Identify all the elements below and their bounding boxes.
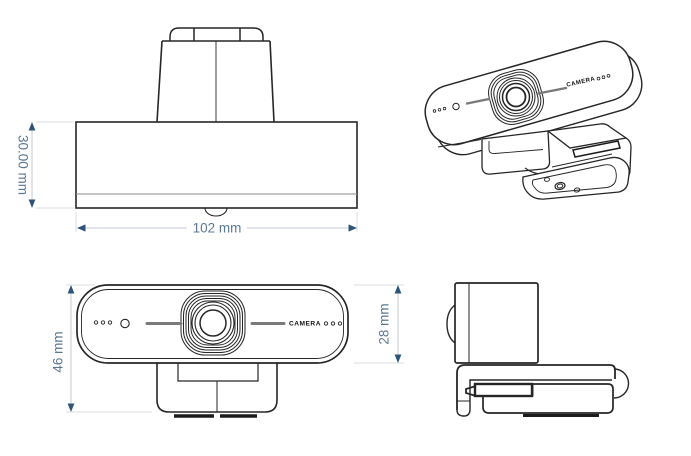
top-view: 30.00 mm 102 mm bbox=[16, 27, 358, 236]
clip-mount-side bbox=[456, 364, 630, 417]
camera-brand-text: CAMERA bbox=[289, 321, 321, 328]
mic-hole bbox=[120, 318, 130, 329]
clip-mount-3d bbox=[437, 123, 632, 200]
clip-cap-top bbox=[169, 27, 264, 41]
arrow-down-icon bbox=[28, 199, 36, 208]
arrow-left-icon bbox=[77, 224, 86, 232]
led-dots-right-3d bbox=[596, 74, 611, 81]
lens-bump-side bbox=[446, 304, 456, 344]
speaker-dots-left-3d bbox=[432, 106, 447, 113]
dimension-label-28mm: 28 mm bbox=[377, 303, 392, 344]
perspective-view: CAMERA bbox=[424, 40, 643, 200]
camera-lens-front bbox=[180, 290, 246, 356]
dimension-body-height-28mm: 28 mm bbox=[354, 284, 404, 364]
camera-lens-3d bbox=[488, 69, 544, 125]
mic-hole-3d bbox=[452, 102, 460, 111]
arrow-up-icon bbox=[394, 285, 402, 294]
side-view bbox=[446, 282, 630, 417]
arrow-up-icon bbox=[67, 285, 75, 294]
hinge-knob bbox=[613, 368, 630, 399]
dimension-label-30mm: 30.00 mm bbox=[16, 135, 31, 195]
dimension-label-102mm: 102 mm bbox=[193, 221, 242, 236]
front-view: CAMERA 46 mm 28 mm bbox=[51, 284, 404, 418]
screw-holes-3d bbox=[543, 177, 581, 193]
slot-left-3d bbox=[465, 97, 491, 105]
dimension-label-46mm: 46 mm bbox=[51, 331, 66, 372]
camera-body-front bbox=[76, 284, 349, 364]
arrow-down-icon bbox=[394, 354, 402, 363]
led-dots-right bbox=[323, 321, 343, 326]
camera-body-top bbox=[75, 121, 358, 217]
lens-bump-top bbox=[204, 207, 228, 217]
arrow-up-icon bbox=[28, 122, 36, 131]
camera-body-side bbox=[454, 282, 539, 364]
dimension-overall-height-46mm: 46 mm bbox=[51, 284, 152, 413]
slot-right-3d bbox=[536, 86, 568, 95]
arrow-right-icon bbox=[348, 224, 357, 232]
clip-mount-front bbox=[156, 363, 278, 418]
speaker-dots-left bbox=[93, 320, 113, 325]
arrow-down-icon bbox=[67, 403, 75, 412]
dimension-width-102mm: 102 mm bbox=[75, 212, 358, 236]
dimension-height-30mm: 30.00 mm bbox=[16, 121, 74, 209]
clip-column-top bbox=[156, 40, 275, 123]
